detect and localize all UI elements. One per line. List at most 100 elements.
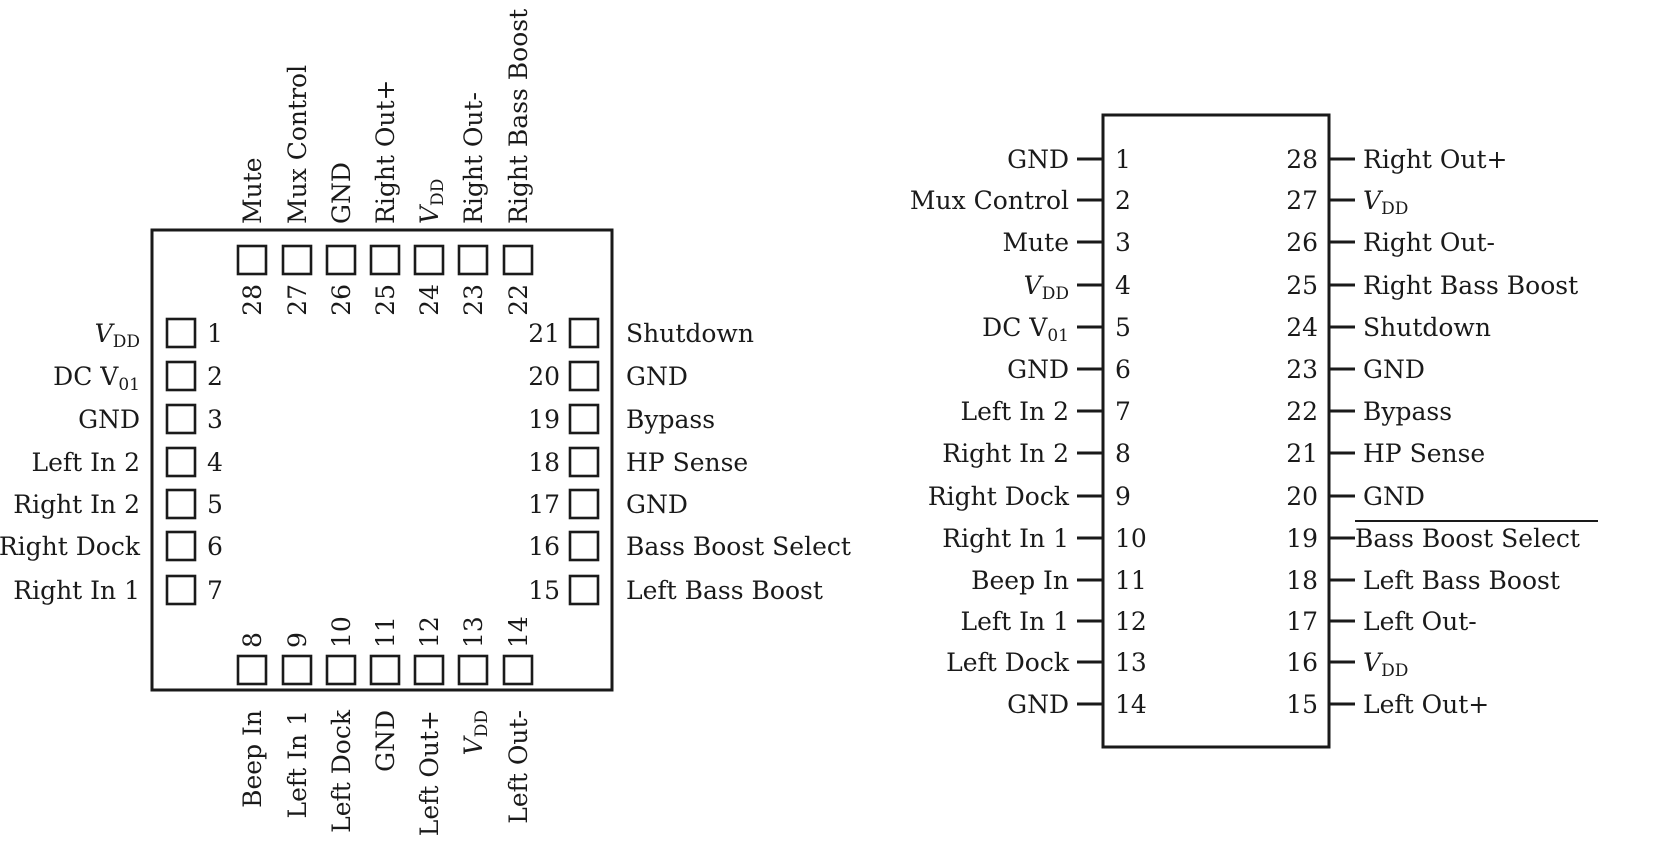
pin-number: 16 bbox=[1286, 648, 1318, 677]
pin-label-subscript: 01 bbox=[118, 375, 140, 395]
pin-label: GND bbox=[1363, 355, 1425, 384]
pin-label-text: Left Bass Boost bbox=[626, 576, 823, 605]
pin-number: 4 bbox=[207, 448, 223, 477]
pin-pad bbox=[568, 488, 600, 520]
pin-label-text: Bypass bbox=[1363, 397, 1452, 426]
pin-label: DC V01 bbox=[53, 362, 140, 395]
pin-pad bbox=[568, 360, 600, 392]
pin-label-text: Left Dock bbox=[946, 648, 1070, 677]
pin-number: 23 bbox=[1286, 355, 1318, 384]
pin-label: VDD bbox=[1363, 186, 1408, 219]
pin-label: Right Out- bbox=[459, 92, 488, 224]
pin-label: Left Out+ bbox=[415, 710, 444, 836]
dip-pin-20: 20 GND bbox=[1286, 482, 1425, 511]
pin-number: 18 bbox=[528, 448, 560, 477]
pin-number: 13 bbox=[1115, 648, 1147, 677]
pin-label-text: Left Out- bbox=[504, 710, 533, 824]
pin-number: 2 bbox=[207, 362, 223, 391]
pin-pad bbox=[568, 317, 600, 349]
pin-label: Left Out+ bbox=[1363, 690, 1489, 719]
pin-number: 25 bbox=[1286, 271, 1318, 300]
pin-pad bbox=[568, 530, 600, 562]
pin-number: 25 bbox=[371, 284, 400, 316]
pin-label: DC V01 bbox=[982, 313, 1069, 346]
pin-number: 8 bbox=[238, 632, 267, 648]
dip-pin-5: 5DC V01 bbox=[982, 313, 1131, 346]
pin-pad bbox=[281, 654, 313, 686]
pin-number: 20 bbox=[1286, 482, 1318, 511]
pin-label-subscript: 01 bbox=[1047, 326, 1069, 346]
pin-label: Left Dock bbox=[327, 709, 356, 833]
pin-number: 9 bbox=[283, 632, 312, 648]
pin-label: Mute bbox=[1002, 228, 1069, 257]
pin-label: GND bbox=[78, 405, 140, 434]
pin-number: 11 bbox=[371, 616, 400, 648]
pin-pad bbox=[165, 530, 197, 562]
pin-label-text: Right In 1 bbox=[13, 576, 140, 605]
pin-pad bbox=[413, 654, 445, 686]
pin-pad bbox=[568, 403, 600, 435]
pin-label-text: GND bbox=[626, 490, 688, 519]
pin-label-text: Right Dock bbox=[928, 482, 1070, 511]
pin-label: GND bbox=[1363, 482, 1425, 511]
pin-pad bbox=[502, 244, 534, 276]
pin-label-subscript: DD bbox=[472, 710, 492, 737]
pin-label-text: Left Bass Boost bbox=[1363, 566, 1560, 595]
pin-number: 9 bbox=[1115, 482, 1131, 511]
pin-label-text: Right Out+ bbox=[1363, 145, 1508, 174]
pin-label: Right Out+ bbox=[371, 79, 400, 224]
pin-number: 13 bbox=[459, 616, 488, 648]
pin-label-text: GND bbox=[1363, 482, 1425, 511]
pin-number: 20 bbox=[528, 362, 560, 391]
pin-pad bbox=[369, 654, 401, 686]
pin-label-subscript: DD bbox=[428, 179, 448, 206]
pin-label: Bass Boost Select bbox=[1355, 524, 1580, 553]
pin-label: Left Bass Boost bbox=[1363, 566, 1560, 595]
pin-pad bbox=[236, 244, 268, 276]
pin-number: 21 bbox=[1286, 439, 1318, 468]
pin-number: 23 bbox=[459, 284, 488, 316]
pin-label: Left Out- bbox=[504, 710, 533, 824]
pin-label-text: Mute bbox=[1002, 228, 1069, 257]
pin-number: 26 bbox=[1286, 228, 1318, 257]
pin-label: Left In 1 bbox=[283, 710, 312, 818]
pin-label-text: Left Dock bbox=[327, 709, 356, 833]
pin-pad bbox=[236, 654, 268, 686]
pin-pad bbox=[568, 574, 600, 606]
pin-label: GND bbox=[371, 710, 400, 772]
pin-label-text: GND bbox=[626, 362, 688, 391]
pin-number: 28 bbox=[238, 284, 267, 316]
pin-label-text: V bbox=[459, 734, 488, 755]
pin-number: 27 bbox=[1286, 186, 1318, 215]
pin-number: 6 bbox=[1115, 355, 1131, 384]
pin-label-text: DC V bbox=[982, 313, 1048, 342]
pin-pad bbox=[369, 244, 401, 276]
pin-label: Left In 2 bbox=[961, 397, 1069, 426]
pin-pad bbox=[281, 244, 313, 276]
pin-label: Shutdown bbox=[1363, 313, 1491, 342]
pin-pad bbox=[165, 360, 197, 392]
pin-label: Mux Control bbox=[910, 186, 1069, 215]
pin-pad bbox=[457, 654, 489, 686]
pin-label-text: Right Dock bbox=[0, 532, 141, 561]
pin-label: Right In 1 bbox=[13, 576, 140, 605]
pin-label-text: Right Out- bbox=[1363, 228, 1495, 257]
pin-number: 19 bbox=[1286, 524, 1318, 553]
pin-label: VDD bbox=[459, 710, 492, 755]
pin-pad bbox=[457, 244, 489, 276]
pin-label-text: Shutdown bbox=[1363, 313, 1491, 342]
pin-number: 4 bbox=[1115, 271, 1131, 300]
